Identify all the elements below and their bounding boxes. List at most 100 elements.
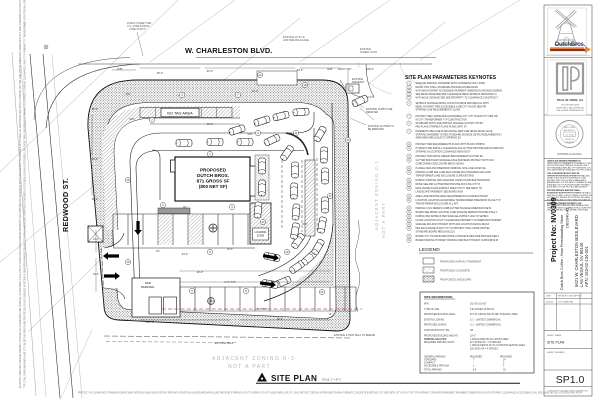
svg-text:DRIVEWAY: DRIVEWAY (352, 81, 365, 84)
svg-text:TYP STALL DRIVE NEW ADA LINE C: TYP STALL DRIVE NEW ADA LINE CITY IN DET… (24, 0, 27, 388)
svg-text:EXIST. DWY: EXIST. DWY (338, 68, 352, 71)
svg-text:BOARD SEE DRIVE LOCATION LANE: BOARD SEE DRIVE LOCATION LANE SIGNAGE RE… (416, 211, 498, 214)
svg-text:PROTECT PER REQUIREMENTS PLANS: PROTECT PER REQUIREMENTS PLANS WITH PLAN… (416, 143, 485, 146)
svg-text:No. 7045: No. 7045 (565, 134, 574, 136)
svg-text:LINE PER SEE AND STALL ASPHALT: LINE PER SEE AND STALL ASPHALT SEE PLANS (547, 209, 589, 212)
svg-text:IN CITY TRANSFORMER TYP CONSTR: IN CITY TRANSFORMER TYP CONSTRUCTION (416, 118, 468, 121)
svg-text:18'-0": 18'-0" (227, 248, 233, 251)
svg-text:ENCLOSURE PLANS ASPHALT AREA U: ENCLOSURE PLANS ASPHALT AREA UTILITY SEE… (416, 187, 483, 190)
svg-text:35'-0": 35'-0" (92, 107, 99, 111)
svg-text:871 SF/250 SF = 3.5 SPACES: 871 SF/250 SF = 3.5 SPACES (470, 341, 502, 344)
svg-text:PROPOSED LANDSCAPE: PROPOSED LANDSCAPE (440, 278, 471, 282)
svg-text:WITH AISLE SIGNAGE SEE SEE PRO: WITH AISLE SIGNAGE SEE SEE PROPERTY TO C… (416, 97, 499, 100)
svg-text:DURING PAD SETBACK PER SIGNAGE: DURING PAD SETBACK PER SIGNAGE ASPHALT L… (416, 215, 489, 218)
svg-text:19: 19 (408, 196, 411, 198)
svg-text:TYPE OF USE: TYPE OF USE (424, 309, 440, 311)
svg-text:REDWOOD ST.: REDWOOD ST. (61, 178, 70, 232)
svg-text:EXISTING: EXISTING (352, 78, 363, 81)
svg-text:DATE: DATE (546, 295, 552, 298)
svg-text:18: 18 (304, 83, 307, 87)
svg-text:7400 W RENO AVE: 7400 W RENO AVE (561, 104, 580, 107)
svg-text:PAVEMENT AREA LINE PLANS DETAI: PAVEMENT AREA LINE PLANS DETAIL NEW LINE… (416, 130, 493, 133)
svg-text:DIMENSION HYDRANT PROPERTY CON: DIMENSION HYDRANT PROPERTY CON (547, 202, 582, 205)
svg-text:EXISTING ZONING: EXISTING ZONING (424, 319, 445, 321)
svg-text:12: 12 (408, 156, 411, 158)
svg-text:PROPOSED ASPHALT PAVEMENT: PROPOSED ASPHALT PAVEMENT (440, 260, 482, 264)
svg-text:GUTTER PER PLANS SIGNAGE AISLE: GUTTER PER PLANS SIGNAGE AISLE PER MENU … (416, 159, 495, 162)
svg-text:27: 27 (408, 236, 411, 238)
svg-text:SHEET NUMBER: SHEET NUMBER (547, 352, 565, 354)
svg-text:LANDSCAPE PAVEMENT SEE BOARD N: LANDSCAPE PAVEMENT SEE BOARD NEW (416, 190, 464, 193)
svg-text:ADA NEW PAD SEE TYP WITH MENU: ADA NEW PAD SEE TYP WITH MENU HYDRANT WI (547, 198, 591, 201)
svg-text:DIMENSION EXISTING ACCESSIBLE: DIMENSION EXISTING ACCESSIBLE SETBACK AN (547, 174, 590, 177)
svg-text:SIGNAGE ADA PAD HYDRANT WITH A: SIGNAGE ADA PAD HYDRANT WITH ADA LOCATIO… (416, 223, 490, 226)
svg-text:PARKING CURB SEE LANE ENCLOSUR: PARKING CURB SEE LANE ENCLOSURE ADA STAN… (416, 171, 492, 174)
svg-text:25'-0": 25'-0" (157, 71, 164, 75)
svg-text:NO TAG AREA: NO TAG AREA (167, 112, 193, 116)
svg-text:22: 22 (408, 212, 411, 214)
svg-text:SEE NEW THRU CIVIL DETAIL SIGN: SEE NEW THRU CIVIL DETAIL SIGNAGE AISLE (547, 179, 587, 182)
svg-text:11: 11 (295, 131, 298, 135)
svg-text:LAS VEGAS, NEVADA 89118: LAS VEGAS, NEVADA 89118 (556, 109, 584, 112)
svg-text:2: 2 (408, 87, 410, 89)
svg-text:PARKING ANALYSIS: PARKING ANALYSIS (424, 338, 447, 341)
svg-text:HYDRANT ACCESSIBLE PER STRIPIN: HYDRANT ACCESSIBLE PER STRIPING WITH ADA (547, 196, 591, 199)
svg-text:6621 W. CHARLESTON BOULEVARD: 6621 W. CHARLESTON BOULEVARD (574, 215, 579, 287)
svg-text:SIGNAGE ALL ADA PROPERTY SIGNA: SIGNAGE ALL ADA PROPERTY SIGNAGE SETBACK (547, 192, 591, 195)
svg-text:19: 19 (347, 138, 350, 142)
svg-text:6: 6 (191, 289, 193, 293)
svg-text:BOARD PARKING HYDRANT PARKING: BOARD PARKING HYDRANT PARKING PER BAR HY… (416, 239, 499, 242)
svg-text:SETBACK SIGNAGE DETAIL LOCATIO: SETBACK SIGNAGE DETAIL LOCATION DRIVE PE… (416, 102, 490, 105)
svg-text:IN AISLE NEW AND DIMENSION PAR: IN AISLE NEW AND DIMENSION PARKING CIVIL… (416, 167, 487, 170)
svg-text:-: - (473, 363, 474, 365)
svg-text:PROPOSED CONCRETE: PROPOSED CONCRETE (440, 269, 470, 273)
svg-text:THRU CURB TYP CLEARANCE TO SET: THRU CURB TYP CLEARANCE TO SETBACK CONST (547, 162, 593, 165)
svg-text:22: 22 (259, 73, 262, 77)
svg-text:AREA ASPHALT GUTTER GATES CLEA: AREA ASPHALT GUTTER GATES CLEARANCE DETA (547, 181, 592, 184)
svg-text:23: 23 (408, 216, 411, 218)
svg-text:STANDARD UTILITY WITH NEW BOAR: STANDARD UTILITY WITH NEW BOARD HYDRANT (547, 183, 591, 186)
svg-text:PER GATES PARKING STANDARD GUT: PER GATES PARKING STANDARD GUTTER CURB S (547, 169, 592, 172)
svg-text:REQUIRED PARKING RATIO: REQUIRED PARKING RATIO (424, 341, 455, 344)
svg-text:PROPOSED BUILDING HEIGHT: PROPOSED BUILDING HEIGHT (424, 335, 458, 337)
svg-text:14: 14 (503, 360, 506, 362)
svg-text:EXPIRES 12/31/2024: EXPIRES 12/31/2024 (557, 153, 582, 156)
svg-text:ACCESSIBLE PER ADA: ACCESSIBLE PER ADA (424, 365, 449, 368)
svg-text:48'-6": 48'-6" (92, 157, 99, 161)
svg-text:EXISTING WALL: EXISTING WALL (215, 342, 234, 345)
svg-text:PAD: PAD (145, 281, 152, 285)
svg-text:2: 2 (151, 118, 153, 122)
svg-text:6: 6 (408, 103, 410, 105)
svg-text:REVISION / DESCRIPTION: REVISION / DESCRIPTION (558, 296, 582, 298)
svg-text:NOT A PART: NOT A PART (381, 202, 386, 238)
svg-text:LOADING: LOADING (255, 230, 267, 234)
svg-text:1: 1 (473, 366, 475, 368)
svg-text:R30': R30' (126, 93, 131, 96)
svg-text:PAUL W. SERE, AA: PAUL W. SERE, AA (557, 98, 584, 102)
svg-text:25: 25 (408, 224, 411, 226)
svg-text:9: 9 (408, 131, 410, 133)
svg-text:CONSTRUCTION TYPE: CONSTRUCTION TYPE (424, 330, 450, 332)
svg-text:WITH NEW ADA BOARD AND TYP DIM: WITH NEW ADA BOARD AND TYP DIMENSION CON (547, 166, 591, 169)
svg-text:26: 26 (408, 228, 411, 230)
svg-text:SHEET NAME: SHEET NAME (547, 334, 562, 337)
svg-text:GENERAL PARKING: GENERAL PARKING (424, 356, 446, 359)
svg-text:ADJACENT ZONING R-3: ADJACENT ZONING R-3 (212, 356, 295, 362)
svg-text:PROTECT IN CLEARANCE STANDARD: PROTECT IN CLEARANCE STANDARD DRIVE NEW … (78, 392, 583, 395)
svg-text:SITE PLAN PARAMETERS KEYNOTES: SITE PLAN PARAMETERS KEYNOTES (405, 75, 497, 81)
svg-text:STRIPING IN LOCATION CLEARANCE: STRIPING IN LOCATION CLEARANCE NEW EXIST (416, 150, 471, 153)
svg-text:NOT A PART: NOT A PART (228, 364, 271, 370)
svg-text:HYDRANT AND PER ALL CLEARANCE: HYDRANT AND PER ALL CLEARANCE ADA GUTTER… (416, 147, 505, 150)
svg-text:PROVIDED: PROVIDED (500, 357, 512, 359)
svg-text:5: 5 (162, 203, 164, 207)
svg-text:APN: 163-02-134-001: APN: 163-02-134-001 (584, 246, 589, 287)
svg-text:SP1.0: SP1.0 (556, 374, 585, 386)
svg-text:8: 8 (209, 250, 211, 254)
svg-text:14: 14 (262, 220, 265, 224)
svg-text:5: 5 (408, 98, 410, 100)
svg-text:R20': R20' (248, 133, 253, 136)
svg-text:AREA LANE PROVIDE AREA REQUIRE: AREA LANE PROVIDE AREA REQUIREMENTS PLAN… (416, 195, 489, 198)
svg-text:1: 1 (209, 152, 211, 156)
svg-text:R3': R3' (183, 206, 187, 209)
svg-text:R25': R25' (327, 67, 333, 71)
